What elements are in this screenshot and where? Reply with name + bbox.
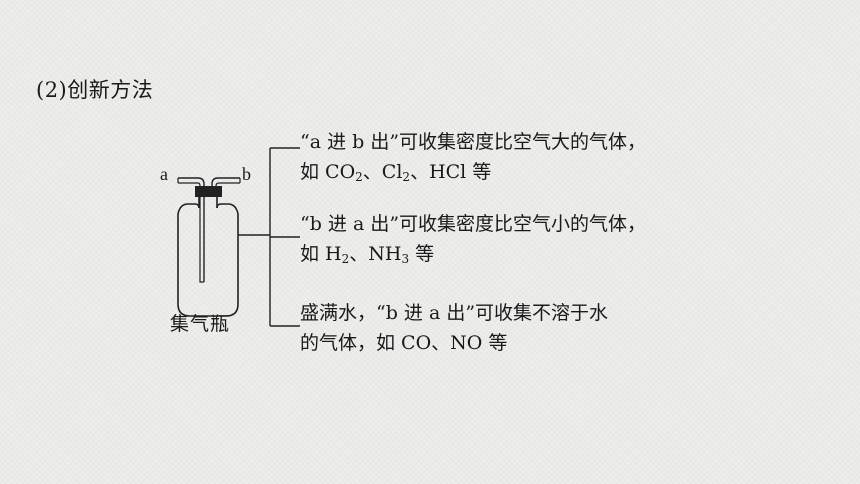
tube-b-inner <box>215 182 240 187</box>
tube-b <box>211 177 240 186</box>
method-item-dense-gas: “a 进 b 出”可收集密度比空气大的气体， 如 CO2、Cl2、HCl 等 <box>300 127 646 187</box>
section-heading: (2)创新方法 <box>36 78 154 102</box>
rubber-stopper <box>195 186 222 197</box>
bottle-caption: 集气瓶 <box>170 313 231 335</box>
bottle-neck <box>198 196 218 208</box>
item-line: “b 进 a 出”可收集密度比空气小的气体， <box>300 213 647 235</box>
tube-a <box>178 177 205 282</box>
tube-a-inner <box>178 182 204 283</box>
outlet-label-b: b <box>242 164 251 184</box>
bottle-outline <box>177 203 239 317</box>
item-line: “a 进 b 出”可收集密度比空气大的气体， <box>300 131 647 153</box>
item-line: 如 H2、NH3 等 <box>300 243 435 266</box>
inlet-label-a: a <box>160 164 168 184</box>
item-line: 如 CO2、Cl2、HCl 等 <box>300 161 492 184</box>
item-line: 盛满水，“b 进 a 出”可收集不溶于水 <box>300 302 609 324</box>
method-item-water-displacement: 盛满水，“b 进 a 出”可收集不溶于水 的气体，如 CO、NO 等 <box>300 298 608 358</box>
item-line: 的气体，如 CO、NO 等 <box>300 332 508 354</box>
bracket-connector <box>238 147 300 327</box>
method-item-light-gas: “b 进 a 出”可收集密度比空气小的气体， 如 H2、NH3 等 <box>300 209 646 269</box>
